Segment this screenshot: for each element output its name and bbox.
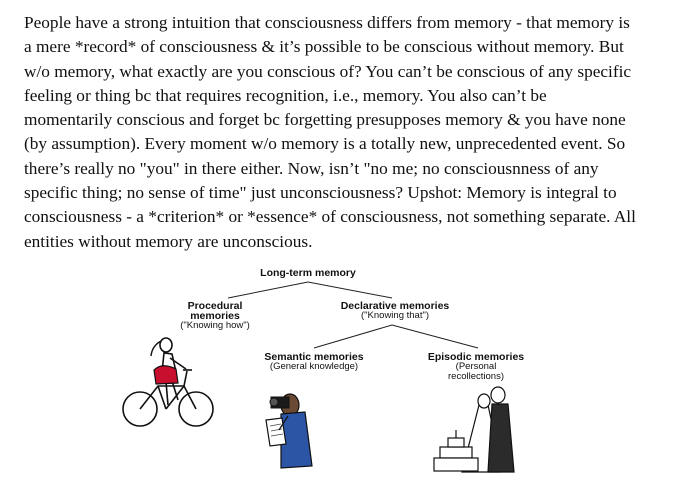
cake-tier-icon	[433, 457, 479, 472]
bicycle-down-tube-icon	[165, 385, 185, 410]
procedural-title-line2: memories	[190, 310, 240, 322]
declarative-memories-label: Declarative memories ("Knowing that")	[330, 301, 460, 321]
paragraph-line: People have a strong intuition that cons…	[24, 13, 630, 32]
declarative-title: Declarative memories	[340, 300, 450, 312]
declarative-subtitle: ("Knowing that")	[361, 310, 429, 321]
bicycle-front-wheel-icon	[178, 391, 214, 427]
rider-hair-icon	[150, 340, 162, 357]
paragraph-line: w/o memory, what exactly are you conscio…	[24, 61, 632, 81]
bicycle-fork-icon	[183, 370, 188, 387]
rider-leg-icon	[171, 380, 179, 401]
long-term-memory-label: Long-term memory	[238, 267, 378, 279]
connector-root-declarative	[307, 281, 393, 299]
episodic-memories-label: Episodic memories (Personal recollection…	[412, 352, 540, 382]
bride-head-icon	[477, 393, 491, 409]
rider-red-shorts-icon	[153, 365, 179, 385]
notebook-lines-icon	[269, 423, 284, 437]
cake-tier-icon	[447, 437, 465, 448]
rider-leg-icon	[165, 381, 169, 406]
episodic-subtitle-line2: recollections)	[448, 371, 504, 382]
connector-declarative-semantic	[313, 324, 393, 349]
cake-tier-icon	[439, 446, 473, 459]
rider-head-icon	[159, 337, 173, 353]
connector-root-procedural	[227, 281, 309, 299]
connector-declarative-episodic	[391, 324, 479, 349]
essay-paragraph: People have a strong intuition that cons…	[24, 11, 664, 254]
bicycle-frame-icon	[139, 385, 197, 410]
paragraph-line: consciousness - a *criterion* or *essenc…	[24, 207, 636, 227]
photographer-arm-icon	[278, 415, 289, 431]
photographer-blue-shirt-icon	[280, 411, 313, 469]
semantic-memories-label: Semantic memories (General knowledge)	[250, 352, 378, 372]
paragraph-line: a mere *record* of consciousness & it’s …	[24, 37, 624, 57]
wedding-illustration	[433, 386, 515, 473]
groom-suit-icon	[487, 403, 515, 473]
semantic-subtitle: (General knowledge)	[269, 361, 359, 372]
paragraph-line: momentarily conscious and forget bc forg…	[24, 110, 626, 130]
paragraph-line: there’s really no "you" in there either.…	[24, 158, 599, 178]
procedural-title-line1: Procedural	[187, 300, 243, 312]
paragraph-line: specific thing; no sense of time" just u…	[24, 183, 617, 203]
episodic-title: Episodic memories	[427, 351, 525, 363]
bicycle-seat-tube-icon	[157, 385, 167, 410]
paragraph-line: (by assumption). Every moment w/o memory…	[24, 134, 626, 154]
notebook-icon	[265, 417, 287, 447]
paragraph-line: feeling or thing bc that requires recogn…	[24, 85, 547, 105]
bicycle-rear-wheel-icon	[122, 391, 158, 427]
episodic-subtitle-line1: (Personal	[455, 361, 497, 372]
rider-arm-icon	[169, 357, 187, 370]
long-term-memory-title: Long-term memory	[260, 267, 356, 279]
cyclist-illustration	[122, 337, 214, 427]
photographer-illustration	[265, 393, 313, 469]
paragraph-line: entities without memory are unconscious.	[24, 231, 313, 251]
groom-head-icon	[490, 386, 506, 404]
tree-connectors	[227, 281, 479, 349]
procedural-memories-label: Procedural memories ("Knowing how")	[160, 301, 270, 331]
camera-lens-icon	[269, 397, 279, 407]
semantic-title: Semantic memories	[264, 351, 364, 363]
procedural-subtitle: ("Knowing how")	[180, 320, 250, 331]
